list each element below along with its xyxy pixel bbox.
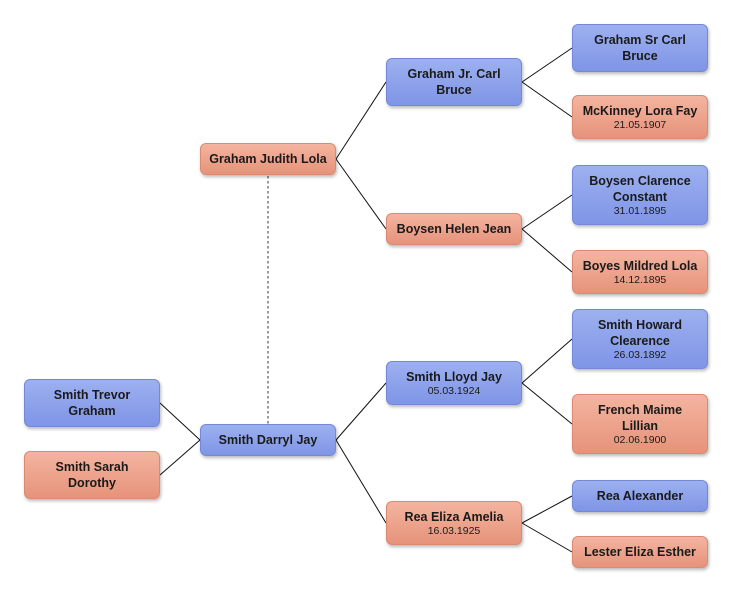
person-rea-alexander[interactable]: Rea Alexander <box>572 480 708 512</box>
person-graham-jr-carl-bruce[interactable]: Graham Jr. Carl Bruce <box>386 58 522 106</box>
person-name: Boysen Helen Jean <box>396 222 512 236</box>
person-boysen-clarence-constant[interactable]: Boysen Clarence Constant 31.01.1895 <box>572 165 708 225</box>
person-date: 02.06.1900 <box>613 433 667 446</box>
person-rea-eliza-amelia[interactable]: Rea Eliza Amelia 16.03.1925 <box>386 501 522 545</box>
person-name: McKinney Lora Fay <box>582 103 698 118</box>
link-carljr-lora <box>521 81 573 118</box>
link-lloyd-howard <box>521 338 573 384</box>
person-mckinney-lora-fay[interactable]: McKinney Lora Fay 21.05.1907 <box>572 95 708 139</box>
person-boyes-mildred-lola[interactable]: Boyes Mildred Lola 14.12.1895 <box>572 250 708 294</box>
person-name: French Maime Lillian <box>597 402 683 433</box>
person-name: Smith Darryl Jay <box>218 433 318 447</box>
link-helen-mildred <box>521 228 573 273</box>
link-rea-esther <box>521 522 573 553</box>
person-name: Graham Sr Carl Bruce <box>594 33 686 63</box>
person-name: Smith Lloyd Jay <box>406 369 502 384</box>
person-smith-sarah-dorothy[interactable]: Smith Sarah Dorothy <box>24 451 160 499</box>
person-smith-lloyd-jay[interactable]: Smith Lloyd Jay 05.03.1924 <box>386 361 522 405</box>
link-sarah-darryl <box>159 439 201 476</box>
person-name: Rea Alexander <box>596 489 684 503</box>
link-judith-carljr <box>335 81 387 160</box>
person-french-maime-lillian[interactable]: French Maime Lillian 02.06.1900 <box>572 394 708 454</box>
person-smith-darryl-jay[interactable]: Smith Darryl Jay <box>200 424 336 456</box>
person-name: Lester Eliza Esther <box>584 545 696 559</box>
person-date: 31.01.1895 <box>613 204 667 217</box>
person-smith-howard-clearence[interactable]: Smith Howard Clearence 26.03.1892 <box>572 309 708 369</box>
person-boysen-helen-jean[interactable]: Boysen Helen Jean <box>386 213 522 245</box>
person-date: 14.12.1895 <box>613 273 667 286</box>
link-darryl-lloyd <box>335 382 387 441</box>
person-date: 05.03.1924 <box>427 384 481 397</box>
link-judith-helen <box>335 158 387 230</box>
link-helen-clarence <box>521 194 573 230</box>
person-name: Graham Judith Lola <box>209 152 327 166</box>
link-lloyd-maime <box>521 382 573 425</box>
link-carljr-carlsr <box>521 47 573 83</box>
person-name: Boyes Mildred Lola <box>582 258 698 273</box>
link-rea-alex <box>521 495 573 524</box>
person-graham-judith-lola[interactable]: Graham Judith Lola <box>200 143 336 175</box>
person-name: Smith Howard Clearence <box>597 317 683 348</box>
person-graham-sr-carl-bruce[interactable]: Graham Sr Carl Bruce <box>572 24 708 72</box>
person-name: Graham Jr. Carl Bruce <box>407 67 501 97</box>
person-lester-eliza-esther[interactable]: Lester Eliza Esther <box>572 536 708 568</box>
person-name: Smith Trevor Graham <box>53 388 131 418</box>
person-name: Smith Sarah Dorothy <box>55 460 129 490</box>
person-name: Rea Eliza Amelia <box>404 509 504 524</box>
person-date: 21.05.1907 <box>613 118 667 131</box>
person-date: 16.03.1925 <box>427 524 481 537</box>
person-date: 26.03.1892 <box>613 348 667 361</box>
person-smith-trevor-graham[interactable]: Smith Trevor Graham <box>24 379 160 427</box>
link-trevor-darryl <box>159 402 201 441</box>
link-darryl-rea <box>335 439 387 524</box>
person-name: Boysen Clarence Constant <box>589 173 691 204</box>
